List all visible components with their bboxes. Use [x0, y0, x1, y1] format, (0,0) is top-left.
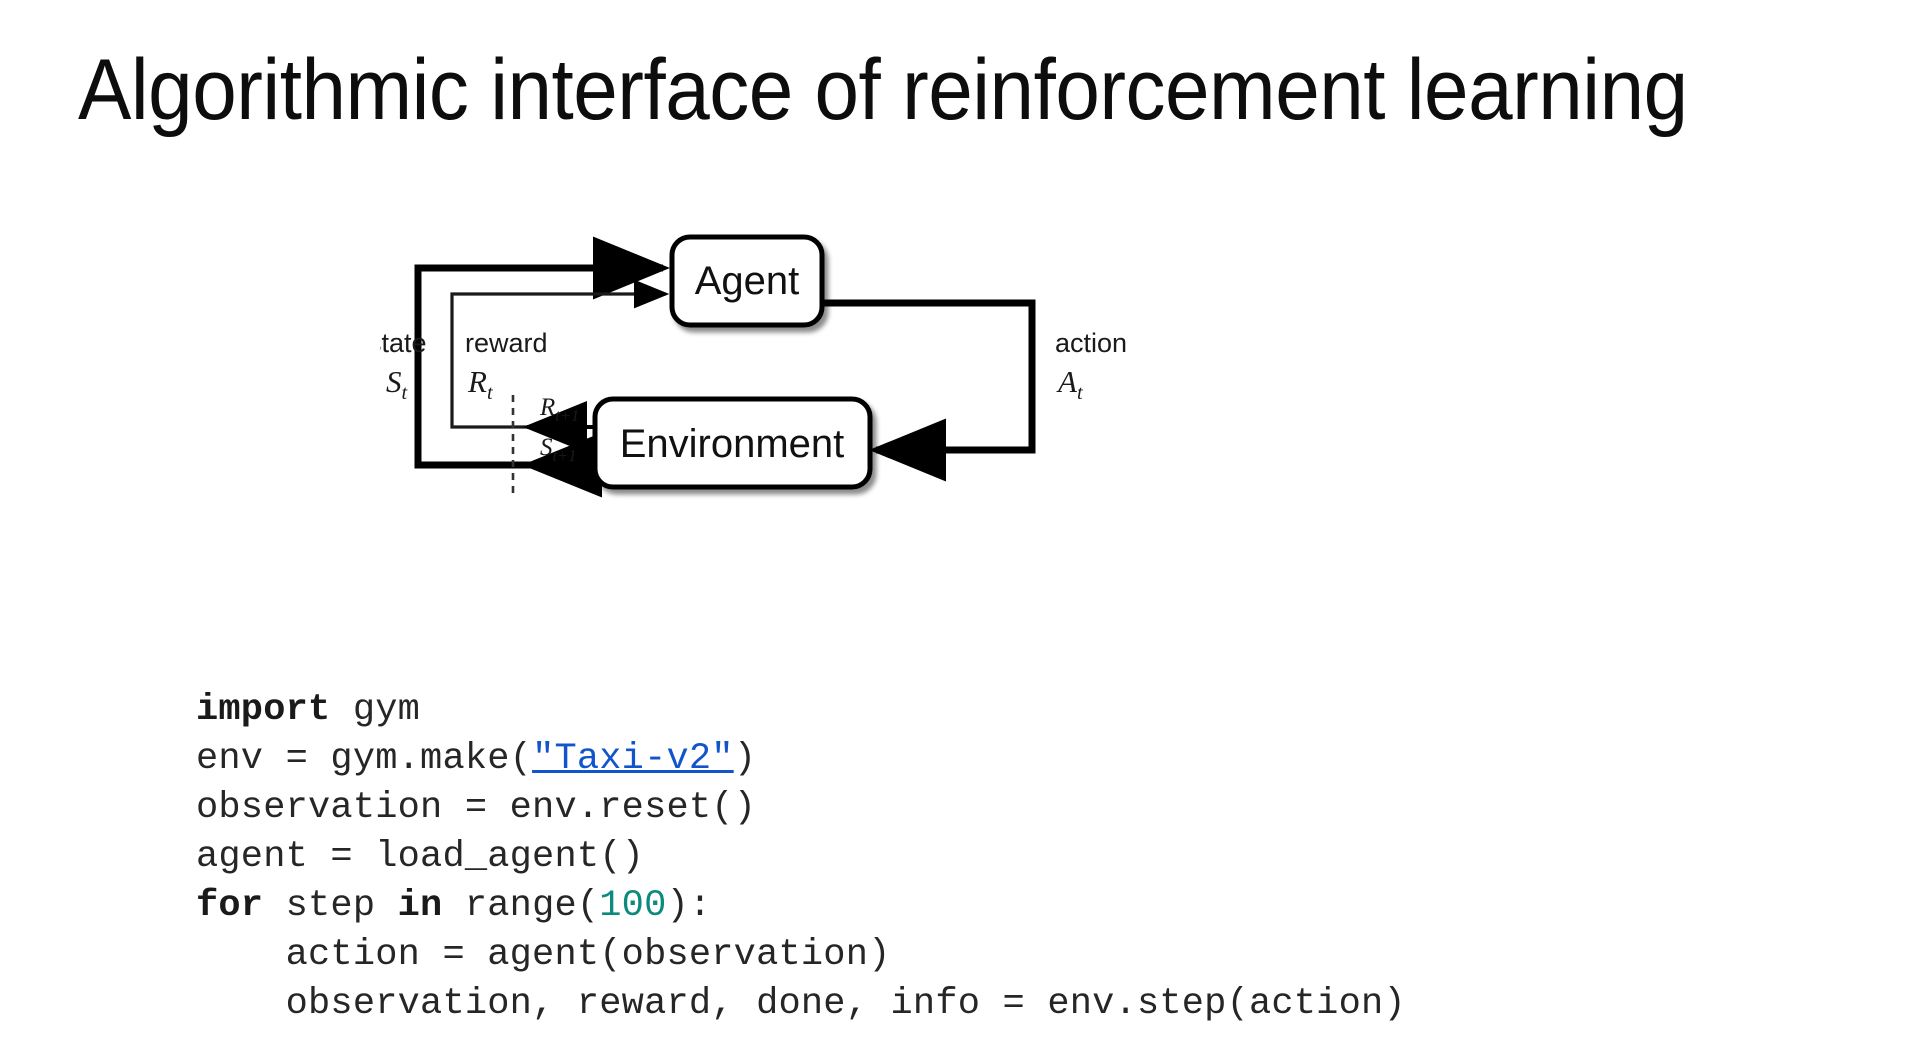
action-signal-path	[821, 299, 1036, 482]
state-next-label: St+1	[540, 434, 576, 465]
code-token: gym	[330, 689, 421, 731]
code-token: for	[196, 885, 264, 927]
state-signal-word: state	[380, 328, 427, 358]
code-line: for step in range(100):	[196, 882, 1406, 931]
page-title: Algorithmic interface of reinforcement l…	[78, 42, 1688, 138]
rl-loop-diagram: Agent Environment state St reward Rt act…	[380, 215, 1380, 550]
reward-signal-symbol: Rt	[467, 364, 494, 404]
code-token: import	[196, 689, 331, 731]
code-line: observation, reward, done, info = env.st…	[196, 980, 1406, 1029]
code-token: observation, reward, done, info = env.st…	[196, 983, 1406, 1025]
code-line: env = gym.make("Taxi-v2")	[196, 735, 1406, 784]
code-line: agent = load_agent()	[196, 833, 1406, 882]
code-token: range(	[442, 885, 600, 927]
code-string-link[interactable]: "Taxi-v2"	[532, 738, 734, 780]
code-line: observation = env.reset()	[196, 784, 1406, 833]
code-token: action = agent(observation)	[196, 934, 891, 976]
code-token: step	[263, 885, 398, 927]
agent-node: Agent	[669, 234, 825, 328]
reward-signal-word: reward	[465, 328, 548, 358]
code-line: import gym	[196, 686, 1406, 735]
reward-signal-label: reward Rt	[465, 328, 548, 404]
reward-next-label: Rt+1	[539, 394, 579, 425]
agent-node-label: Agent	[695, 259, 800, 303]
code-token: env = gym.make(	[196, 738, 533, 780]
code-token: )	[733, 738, 757, 780]
state-signal-path	[414, 236, 670, 469]
code-token: ):	[666, 885, 712, 927]
code-token: observation = env.reset()	[196, 787, 757, 829]
code-line: action = agent(observation)	[196, 931, 1406, 980]
environment-node-label: Environment	[620, 422, 845, 466]
state-signal-label: state St	[380, 328, 427, 404]
code-token: agent = load_agent()	[196, 836, 645, 878]
state-signal-symbol: St	[386, 364, 409, 404]
code-token: 100	[599, 885, 667, 927]
action-signal-symbol: At	[1056, 364, 1084, 404]
code-token: in	[397, 885, 443, 927]
action-signal-label: action At	[1055, 328, 1127, 404]
environment-node: Environment	[592, 396, 873, 490]
action-signal-word: action	[1055, 328, 1127, 358]
